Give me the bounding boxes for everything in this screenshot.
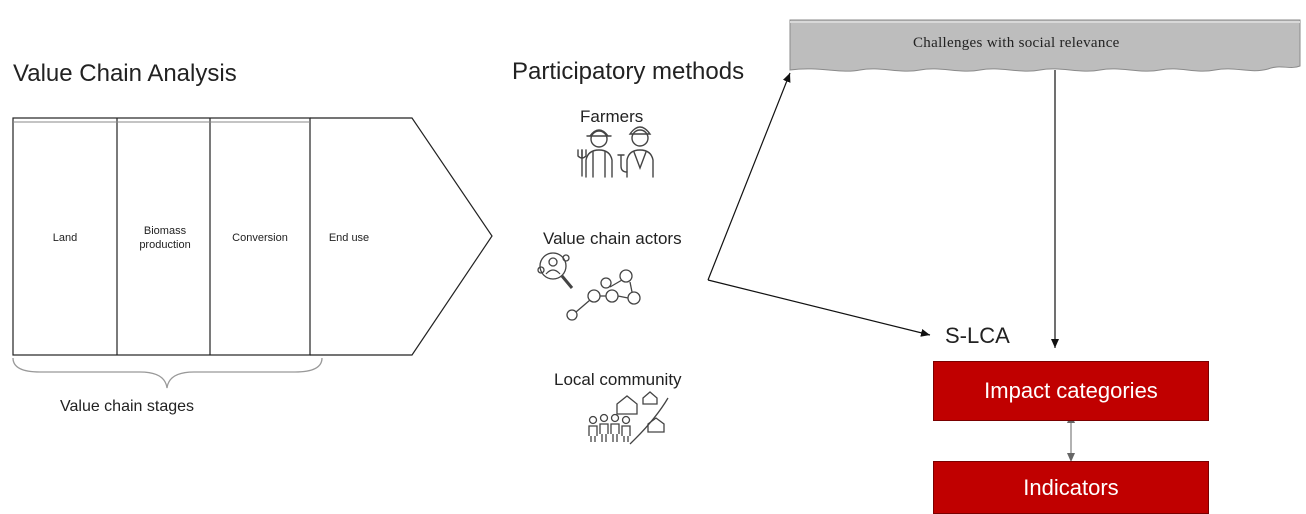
network-people-icon bbox=[537, 252, 641, 321]
group-farmers-label: Farmers bbox=[580, 107, 644, 126]
impact-categories-box: Impact categories bbox=[933, 361, 1209, 421]
arrow-actors-to-slca bbox=[707, 279, 931, 337]
stage-conversion: Conversion bbox=[232, 232, 288, 244]
group-actors-label: Value chain actors bbox=[543, 229, 682, 248]
indicators-box: Indicators bbox=[933, 461, 1209, 514]
community-houses-icon bbox=[588, 391, 669, 445]
value-chain-shape bbox=[12, 117, 493, 356]
farmer-workers-icon bbox=[577, 126, 654, 178]
stage-end-use: End use bbox=[328, 232, 370, 244]
challenges-banner bbox=[789, 19, 1301, 72]
stages-brace bbox=[12, 357, 323, 389]
participatory-title: Participatory methods bbox=[512, 58, 745, 85]
slca-title: S-LCA bbox=[945, 323, 1010, 348]
arrow-actors-to-challenges bbox=[707, 72, 791, 281]
stage-biomass-production: Biomass production bbox=[139, 225, 191, 251]
group-community-label: Local community bbox=[554, 370, 682, 389]
value-chain-title: Value Chain Analysis bbox=[13, 60, 237, 87]
challenges-label: Challenges with social relevance bbox=[913, 35, 1120, 51]
stages-caption: Value chain stages bbox=[60, 398, 195, 415]
stage-land: Land bbox=[52, 232, 78, 244]
